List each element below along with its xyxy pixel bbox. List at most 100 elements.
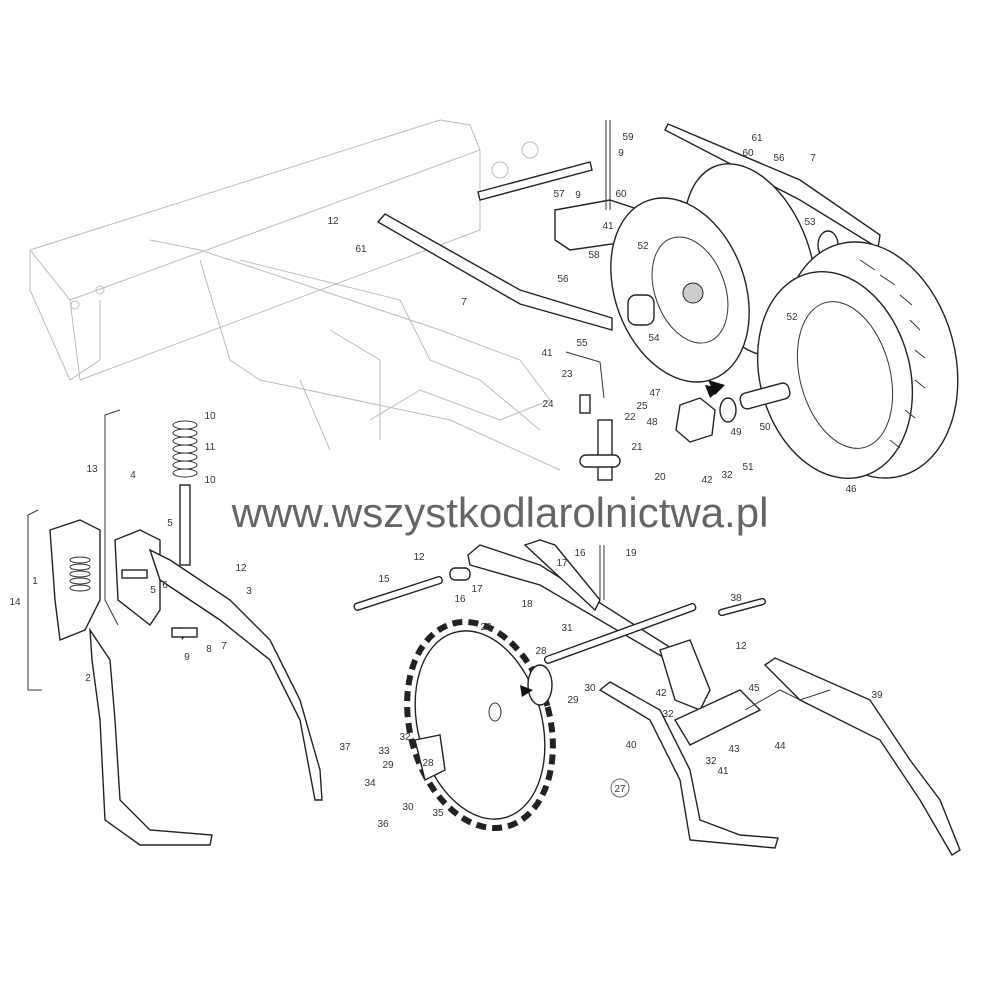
callout-number: 17 xyxy=(556,558,568,569)
hub-disc xyxy=(527,664,553,706)
callout-number: 36 xyxy=(377,819,389,830)
callout-number: 10 xyxy=(204,475,216,486)
callout-number: 43 xyxy=(728,744,740,755)
callout-number: 49 xyxy=(730,427,742,438)
pin-15 xyxy=(353,576,443,611)
callout-number: 56 xyxy=(773,153,785,164)
callout-number: 32 xyxy=(662,709,674,720)
callout-number: 39 xyxy=(871,690,883,701)
tire-46 xyxy=(756,241,959,479)
callout-number: 21 xyxy=(631,442,643,453)
callout-number: 41 xyxy=(717,766,729,777)
shank-assembly-right xyxy=(598,597,961,856)
adjuster-parts xyxy=(565,351,621,481)
callout-number: 20 xyxy=(654,472,666,483)
frame-background xyxy=(29,119,561,471)
callout-number: 32 xyxy=(705,756,717,767)
callout-circle-27 xyxy=(610,778,630,798)
callout-number: 56 xyxy=(557,274,569,285)
callout-number: 38 xyxy=(730,593,742,604)
callout-number: 35 xyxy=(432,808,444,819)
rod-19 xyxy=(599,545,605,600)
callout-number: 41 xyxy=(541,348,553,359)
callout-number: 9 xyxy=(618,148,624,159)
callout-number: 60 xyxy=(742,148,754,159)
bushing-54 xyxy=(627,294,655,326)
shank-3 xyxy=(148,548,323,801)
callout-number: 42 xyxy=(655,688,667,699)
callout-number: 4 xyxy=(130,470,136,481)
callout-number: 28 xyxy=(535,646,547,657)
callout-number: 16 xyxy=(574,548,586,559)
shank-39 xyxy=(763,657,961,856)
bracket-56-right xyxy=(664,123,881,250)
callout-number: 7 xyxy=(810,153,816,164)
callout-number: 52 xyxy=(786,312,798,323)
callout-number: 15 xyxy=(378,574,390,585)
plate-43 xyxy=(673,689,762,746)
callout-number: 7 xyxy=(461,297,467,308)
strap xyxy=(179,484,191,566)
spring-left xyxy=(69,556,91,592)
callout-number: 24 xyxy=(542,399,554,410)
callout-number: 1 xyxy=(32,576,38,587)
callout-number: 48 xyxy=(646,417,658,428)
callout-number: 16 xyxy=(454,594,466,605)
callout-number: 10 xyxy=(204,411,216,422)
callout-number: 60 xyxy=(615,189,627,200)
bolt-9 xyxy=(171,627,198,638)
threaded-rod-59 xyxy=(605,120,611,210)
callout-number: 28 xyxy=(422,758,434,769)
callout-number: 9 xyxy=(184,652,190,663)
callout-number: 25 xyxy=(636,401,648,412)
callout-number: 32 xyxy=(399,732,411,743)
arrow-icon xyxy=(520,685,533,697)
watermark: www.wszystkodlarolnictwa.pl xyxy=(231,489,769,536)
bracket-13 xyxy=(104,409,121,626)
callout-number: 12 xyxy=(235,563,247,574)
callout-number: 34 xyxy=(364,778,376,789)
callout-number: 5 xyxy=(167,518,173,529)
callout-number: 53 xyxy=(804,217,816,228)
callout-number: 13 xyxy=(86,464,98,475)
bars-and-rods xyxy=(376,120,881,331)
callout-number: 31 xyxy=(561,623,573,634)
callout-number: 61 xyxy=(355,244,367,255)
callout-number: 19 xyxy=(625,548,637,559)
callout-number: 44 xyxy=(774,741,786,752)
callout-number: 2 xyxy=(85,673,91,684)
callout-number: 29 xyxy=(382,760,394,771)
callout-number: 30 xyxy=(584,683,596,694)
frame-18 xyxy=(353,539,711,711)
callout-number: 61 xyxy=(751,133,763,144)
shank-assembly-left xyxy=(27,409,323,846)
bracket xyxy=(659,639,711,711)
callout-number: 3 xyxy=(246,586,252,597)
callout-number: 54 xyxy=(648,333,660,344)
callout-number: 37 xyxy=(339,742,351,753)
bolt xyxy=(121,569,148,579)
callout-number: 7 xyxy=(221,641,227,652)
plate-21 xyxy=(597,419,613,481)
callout-number: 14 xyxy=(9,597,21,608)
shank-2 xyxy=(89,627,213,846)
bracket-14 xyxy=(27,509,42,691)
callout-number: 58 xyxy=(588,250,600,261)
callout-number: 12 xyxy=(327,216,339,227)
shank-40 xyxy=(598,681,779,849)
callout-number: 18 xyxy=(521,599,533,610)
callout-number: 57 xyxy=(553,189,565,200)
callout-number: 52 xyxy=(637,241,649,252)
bracket-56-left xyxy=(376,213,613,331)
callout-number: 12 xyxy=(413,552,425,563)
callout-number: 33 xyxy=(378,746,390,757)
callout-number: 26 xyxy=(480,622,492,633)
toothed-disc-26 xyxy=(404,618,630,832)
callout-number: 51 xyxy=(742,462,754,473)
callout-number: 45 xyxy=(748,683,760,694)
callout-number: 11 xyxy=(205,442,216,453)
callout-number: 46 xyxy=(845,484,857,495)
callout-number: 12 xyxy=(735,641,747,652)
callout-number: 50 xyxy=(759,422,771,433)
